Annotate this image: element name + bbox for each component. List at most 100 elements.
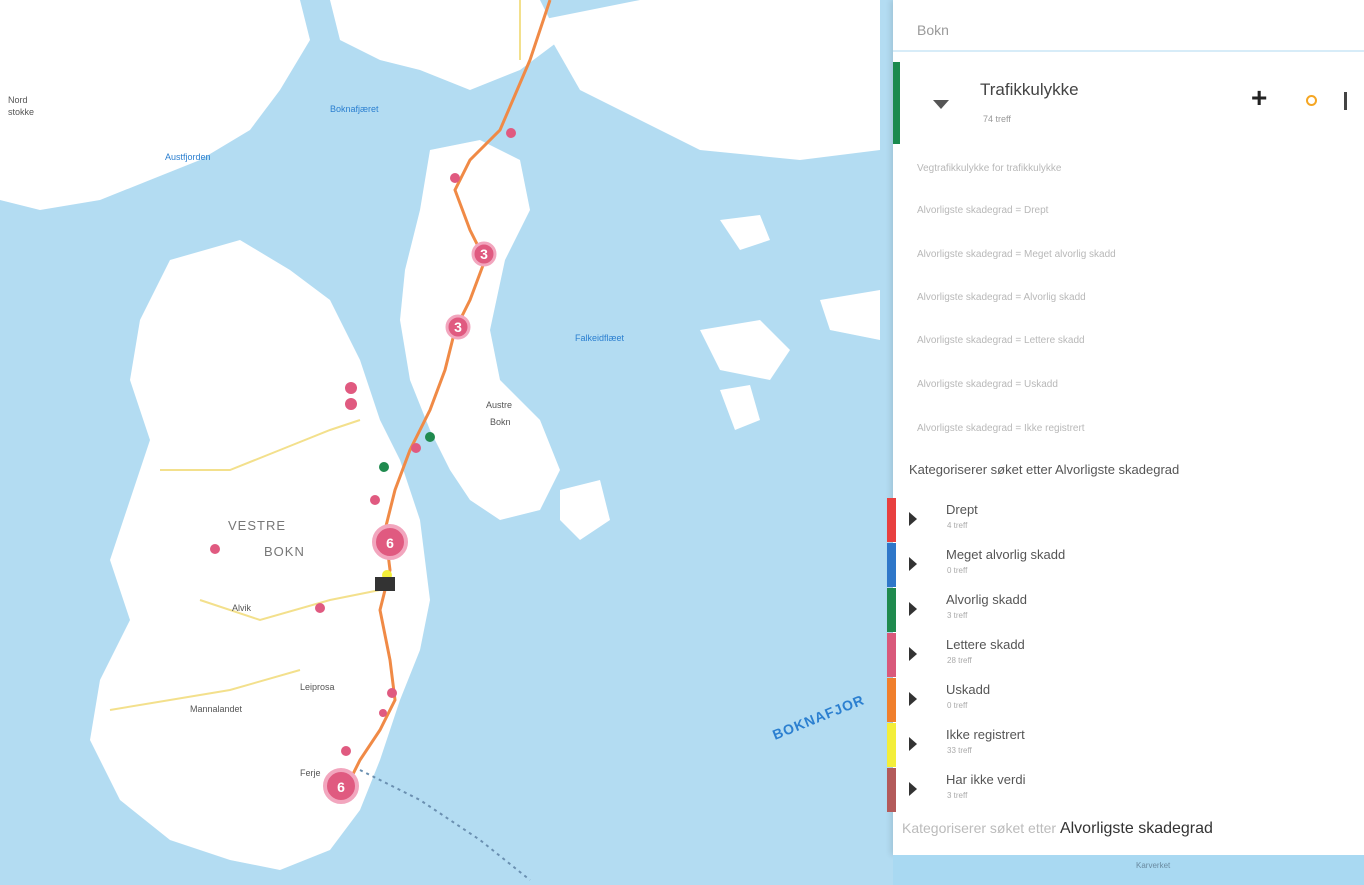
accident-marker[interactable] [341, 746, 351, 756]
accident-marker[interactable] [345, 398, 357, 410]
play-icon[interactable] [909, 692, 917, 706]
search-input[interactable]: Bokn [917, 22, 949, 38]
cluster-count: 3 [480, 246, 488, 262]
category-row[interactable]: Har ikke verdi 3 treff [887, 768, 1364, 812]
filter-item[interactable]: Alvorligste skadegrad = Drept [917, 205, 1049, 216]
place-label: Mannalandet [190, 704, 243, 714]
cluster-marker[interactable] [445, 314, 471, 340]
water-label: Boknafjæret [330, 104, 379, 114]
land-northwest [0, 0, 310, 210]
land-north-middle [330, 0, 560, 90]
land-east-3 [720, 215, 770, 250]
category-row[interactable]: Meget alvorlig skadd 0 treff [887, 543, 1364, 587]
accident-marker[interactable] [450, 173, 460, 183]
land-east-1 [700, 320, 790, 380]
accident-marker[interactable] [387, 688, 397, 698]
land-north-east [540, 0, 880, 160]
place-label: Alvik [232, 603, 252, 613]
play-icon[interactable] [909, 557, 917, 571]
place-label: Bokn [490, 417, 511, 427]
place-label: Ferje [300, 768, 321, 778]
category-color [887, 498, 896, 542]
route-e39 [343, 0, 552, 791]
category-row[interactable]: Uskadd 0 treff [887, 678, 1364, 722]
filter-item[interactable]: Alvorligste skadegrad = Uskadd [917, 379, 1058, 390]
search-panel: Bokn Trafikkulykke 74 treff + Vegtrafikk… [887, 0, 1364, 855]
accident-marker[interactable] [411, 443, 421, 453]
category-color [887, 678, 896, 722]
filter-item[interactable]: Alvorligste skadegrad = Alvorlig skadd [917, 292, 1086, 303]
cluster-count: 6 [337, 779, 345, 795]
accident-marker[interactable] [210, 544, 220, 554]
category-count: 28 treff [947, 656, 972, 665]
chevron-down-icon[interactable] [933, 100, 949, 109]
land-austre-bokn [400, 140, 560, 520]
accident-marker[interactable] [379, 709, 387, 717]
cluster-count: 6 [386, 535, 394, 551]
filter-item[interactable]: Alvorligste skadegrad = Meget alvorlig s… [917, 249, 1116, 260]
layer-header[interactable]: Trafikkulykke 74 treff + [893, 62, 1364, 148]
layer-color-bar [893, 62, 900, 144]
filter-item[interactable]: Vegtrafikkulykke for trafikkulykke [917, 163, 1062, 174]
accident-marker[interactable] [425, 432, 435, 442]
road-yellow-3 [109, 669, 301, 711]
area-label: BOKN [264, 544, 305, 559]
place-label: Leiprosa [300, 682, 335, 692]
area-label: VESTRE [228, 518, 286, 533]
place-label: stokke [8, 107, 34, 117]
cluster-count: 3 [454, 319, 462, 335]
category-count: 0 treff [947, 566, 968, 575]
accident-marker[interactable] [315, 603, 325, 613]
category-row[interactable]: Ikke registrert 33 treff [887, 723, 1364, 767]
place-label: Austre [486, 400, 512, 410]
land-southeast [560, 480, 610, 540]
accident-marker[interactable] [345, 382, 357, 394]
category-label: Ikke registrert [946, 727, 1025, 742]
play-icon[interactable] [909, 602, 917, 616]
plus-icon[interactable]: + [1251, 82, 1268, 113]
filter-item[interactable]: Alvorligste skadegrad = Ikke registrert [917, 423, 1085, 434]
road-yellow-1 [160, 419, 361, 471]
cluster-marker[interactable] [471, 241, 497, 267]
accident-marker[interactable] [506, 128, 516, 138]
category-color [887, 633, 896, 677]
place-label: Nord [8, 95, 28, 105]
layer-title: Trafikkulykke [980, 80, 1079, 99]
categorize-footer-prefix: Kategoriserer søket etter [902, 820, 1057, 836]
cluster-marker[interactable] [372, 524, 408, 560]
category-count: 3 treff [947, 791, 968, 800]
play-icon[interactable] [909, 647, 917, 661]
category-row[interactable]: Lettere skadd 28 treff [887, 633, 1364, 677]
category-color [887, 768, 896, 812]
accident-marker[interactable] [370, 495, 380, 505]
category-row[interactable]: Alvorlig skadd 3 treff [887, 588, 1364, 632]
more-icon[interactable] [1344, 92, 1347, 110]
category-row[interactable]: Drept 4 treff [887, 498, 1364, 542]
category-color [887, 543, 896, 587]
land-east-2 [720, 385, 760, 430]
category-color [887, 588, 896, 632]
categorize-label: Kategoriserer søket etter Alvorligste sk… [909, 462, 1180, 477]
category-count: 0 treff [947, 701, 968, 710]
category-label: Lettere skadd [946, 637, 1025, 652]
category-count: 3 treff [947, 611, 968, 620]
ring-icon[interactable] [1306, 95, 1317, 106]
play-icon[interactable] [909, 737, 917, 751]
ferry-icon[interactable] [375, 577, 395, 591]
accident-marker[interactable] [379, 462, 389, 472]
search-box[interactable]: Bokn [893, 0, 1364, 58]
filter-item[interactable]: Alvorligste skadegrad = Lettere skadd [917, 335, 1085, 346]
category-label: Meget alvorlig skadd [946, 547, 1066, 562]
layer-count: 74 treff [983, 114, 1011, 124]
categorize-footer[interactable]: Kategoriserer søket etter Alvorligste sk… [902, 820, 1213, 838]
land-vestre-bokn [90, 240, 430, 870]
cluster-marker[interactable] [323, 768, 359, 804]
categorize-footer-value[interactable]: Alvorligste skadegrad [1059, 820, 1213, 837]
play-icon[interactable] [909, 782, 917, 796]
water-label: Austfjorden [165, 152, 211, 162]
play-icon[interactable] [909, 512, 917, 526]
category-label: Har ikke verdi [946, 772, 1026, 787]
category-label: Drept [946, 502, 978, 517]
category-label: Alvorlig skadd [946, 592, 1027, 607]
water-label: Falkeidflæet [575, 333, 625, 343]
